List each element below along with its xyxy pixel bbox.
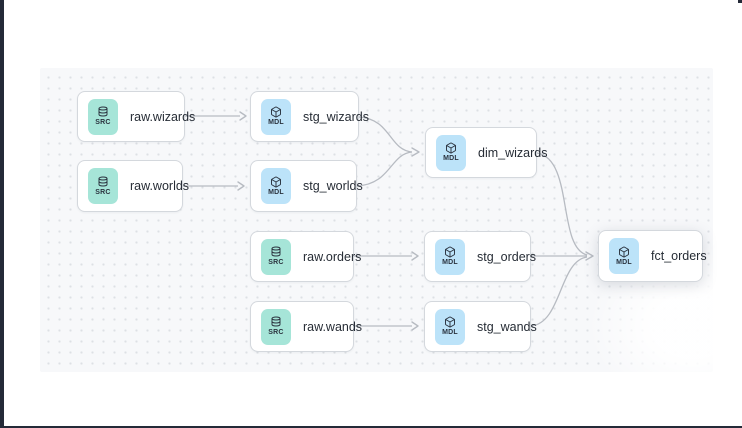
badge-label: MDL [443, 155, 459, 162]
database-icon [97, 176, 109, 188]
window-frame-bottom [0, 426, 742, 428]
badge-label: SRC [268, 259, 284, 266]
cube-icon [444, 246, 456, 258]
node-label: dim_wizards [478, 145, 548, 160]
badge-label: SRC [95, 188, 111, 196]
node-stg_wands[interactable]: MDL stg_wands [424, 301, 537, 352]
cube-icon [618, 246, 630, 258]
badge-label: MDL [442, 329, 458, 336]
database-icon [270, 316, 282, 328]
node-dim_wizards[interactable]: MDL dim_wizards [425, 127, 547, 178]
badge-label: SRC [95, 119, 111, 126]
node-label: fct_orders [651, 249, 707, 263]
node-raw_wands[interactable]: SRC raw.wands [250, 301, 362, 352]
node-raw_wizards[interactable]: SRC raw.wizards [77, 91, 195, 142]
badge-label: MDL [442, 259, 458, 266]
node-raw_orders[interactable]: SRC raw.orders [250, 231, 361, 282]
mdl-type-badge: MDL [435, 308, 465, 345]
mdl-type-badge: MDL [436, 134, 466, 171]
node-label: stg_orders [477, 249, 537, 264]
badge-label: SRC [268, 329, 284, 336]
node-label: stg_wands [477, 319, 537, 334]
badge-label: MDL [268, 119, 284, 126]
cube-icon [270, 106, 282, 118]
node-label: raw.wizards [130, 109, 196, 124]
node-label: raw.worlds [130, 179, 190, 193]
src-type-badge: SRC [88, 168, 118, 204]
badge-label: MDL [616, 258, 632, 266]
cube-icon [444, 316, 456, 328]
mdl-type-badge: MDL [261, 98, 291, 135]
src-type-badge: SRC [88, 98, 118, 135]
node-label: stg_wizards [303, 109, 369, 124]
badge-label: MDL [268, 188, 284, 196]
node-stg_orders[interactable]: MDL stg_orders [424, 231, 536, 282]
node-fct_orders[interactable]: MDL fct_orders [598, 230, 707, 282]
src-type-badge: SRC [261, 238, 291, 275]
window-frame-left [0, 0, 4, 428]
node-stg_worlds[interactable]: MDL stg_worlds [250, 160, 363, 212]
src-type-badge: SRC [261, 308, 291, 345]
node-label: stg_worlds [303, 179, 363, 193]
cube-icon [445, 142, 457, 154]
node-raw_worlds[interactable]: SRC raw.worlds [77, 160, 189, 212]
mdl-type-badge: MDL [609, 238, 639, 274]
database-icon [97, 106, 109, 118]
window-frame-corner [738, 0, 742, 3]
mdl-type-badge: MDL [435, 238, 465, 275]
mdl-type-badge: MDL [261, 168, 291, 204]
node-label: raw.wands [303, 319, 363, 334]
database-icon [270, 246, 282, 258]
node-stg_wizards[interactable]: MDL stg_wizards [250, 91, 369, 142]
cube-icon [270, 176, 282, 188]
node-label: raw.orders [303, 249, 362, 264]
